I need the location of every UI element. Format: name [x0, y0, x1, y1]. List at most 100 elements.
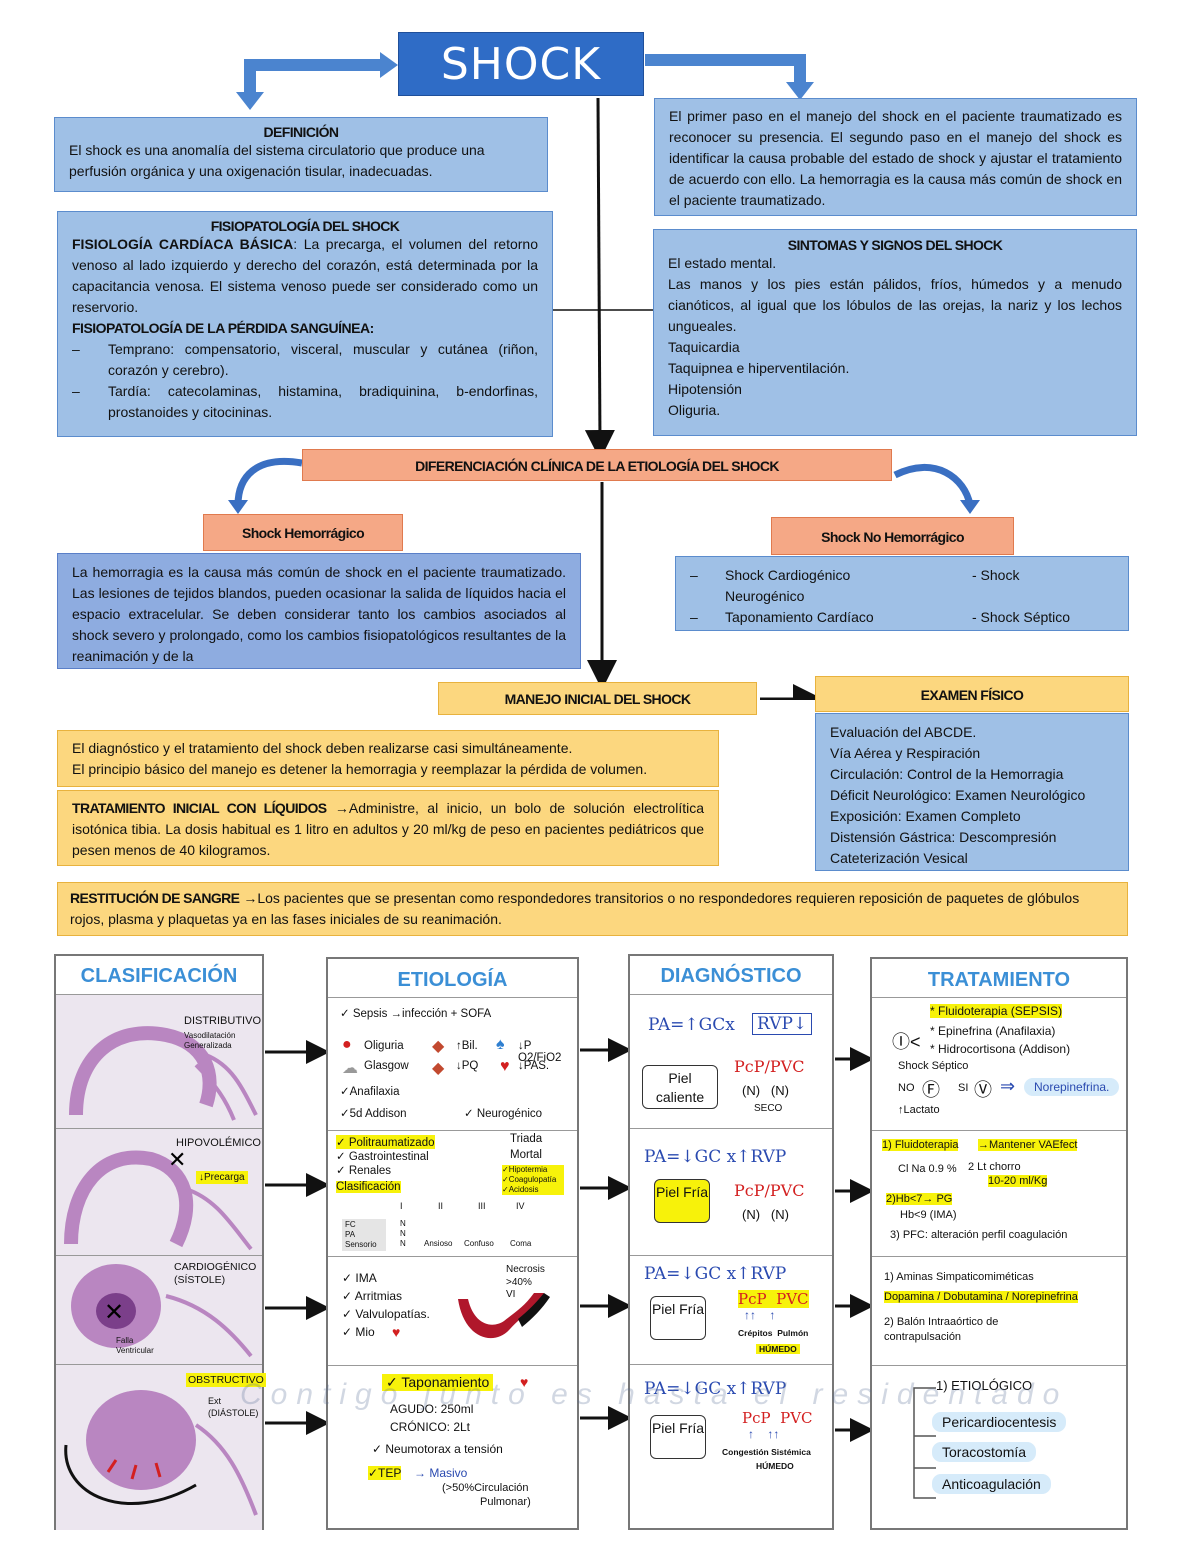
- etiologia-item: ↓PQ: [456, 1060, 479, 1072]
- diag-pcp: PcP PVC: [738, 1290, 809, 1308]
- clasificacion-row: ✕ HIPOVOLÉMICO ↓Precarga: [56, 1128, 262, 1255]
- examen-item: Evaluación del ABCDE.: [830, 724, 977, 740]
- diag-note: Crépitos Pulmón: [738, 1328, 809, 1338]
- diferenciacion-heading: DIFERENCIACIÓN CLÍNICA DE LA ETIOLOGÍA D…: [415, 458, 779, 474]
- etiologia-item: ✓ Valvulopatías.: [342, 1307, 430, 1321]
- definicion-box: DEFINICIÓN El shock es una anomalía del …: [54, 117, 548, 192]
- diag-pcp: PcP/PVC: [734, 1057, 805, 1076]
- clasificacion-sub: Vasodilatación Generalizada: [184, 1031, 236, 1050]
- sintoma-item: El estado mental.: [668, 255, 777, 271]
- svg-text:✕: ✕: [104, 1298, 124, 1326]
- svg-text:✕: ✕: [168, 1148, 186, 1173]
- etiologia-item: ↓P O2/FiO2: [518, 1040, 562, 1064]
- diag-formula: PA=↓GC x↑RVP: [644, 1147, 787, 1167]
- tratamiento-panel: TRATAMIENTO * Fluidoterapia (SEPSIS) Ⓘ< …: [870, 957, 1128, 1530]
- etiologia-item: ✓5d Addison: [340, 1108, 407, 1120]
- trat-item: 1) ETIOLÓGICO: [936, 1378, 1033, 1393]
- trat-chip: Toracostomía: [932, 1442, 1037, 1462]
- clasificacion-label: OBSTRUCTIVO: [186, 1373, 266, 1387]
- etiologia-row: ✓ Politraumatizado Triada Mortal ✓ Gastr…: [328, 1130, 577, 1256]
- heart-vessels-illustration: ✕: [71, 1264, 253, 1358]
- trat-chip: Pericardiocentesis: [932, 1412, 1067, 1432]
- liver-icon: ◆: [432, 1038, 445, 1055]
- heart-icon: ♥: [392, 1324, 401, 1340]
- diag-values: (N) (N): [742, 1083, 789, 1098]
- heart-icon: ♥: [500, 1058, 510, 1075]
- triada-list: ✓Hipotermia✓Coagulopatía✓Acidosis: [502, 1165, 564, 1195]
- diag-values: ↑ ↑↑: [748, 1427, 780, 1441]
- examen-item: Distensión Gástrica: Descompresión: [830, 829, 1057, 845]
- etiologia-header: ETIOLOGÍA: [397, 969, 508, 991]
- etiologia-item: → Masivo: [414, 1466, 468, 1480]
- manejo-inicial-box: MANEJO INICIAL DEL SHOCK: [438, 682, 757, 715]
- examen-item: Cateterización Vesical: [830, 850, 968, 866]
- trat-item: * Epinefrina (Anafilaxia): [930, 1024, 1056, 1038]
- etiologia-item: ✓ Neurogénico: [464, 1108, 543, 1120]
- diag-skin: Piel Fría: [650, 1296, 706, 1340]
- etiologia-item: ✓Anafilaxia: [340, 1086, 400, 1098]
- manejo-intro-text: El primer paso en el manejo del shock en…: [669, 108, 1122, 208]
- class-value: Ansioso: [424, 1239, 453, 1248]
- lungs-icon: ♠: [496, 1036, 505, 1053]
- no-hemorragico-box: –Shock Cardiogénico- Shock Neurogénico –…: [675, 556, 1129, 631]
- sangre-text: →Los pacientes que se presentan como res…: [70, 890, 1080, 927]
- diagnostico-line: El principio básico del manejo es detene…: [72, 761, 648, 777]
- examen-heading: EXAMEN FÍSICO: [920, 687, 1024, 703]
- diagnostico-row: PA=↓GC x↑RVP Piel Fría PcP PVC ↑↑ ↑ Crép…: [630, 1255, 832, 1364]
- etiologia-row: ✓ Sepsis →infección + SOFA Oliguria ↑Bil…: [328, 997, 577, 1130]
- sangre-box: RESTITUCIÓN DE SANGRE →Los pacientes que…: [57, 882, 1128, 936]
- sintoma-item: Oliguria.: [668, 402, 721, 418]
- sintoma-item: Las manos y los pies están pálidos, frío…: [668, 276, 1122, 334]
- diag-formula: PA=↑GCx: [648, 1015, 735, 1035]
- page-title: SHOCK: [440, 39, 602, 90]
- etiologia-item: VI: [506, 1289, 516, 1300]
- trat-item: 10-20 ml/Kg: [988, 1175, 1048, 1187]
- diag-note: SECO: [754, 1103, 783, 1114]
- trat-item: Shock Séptico: [898, 1060, 969, 1072]
- sintoma-item: Hipotensión: [668, 381, 742, 397]
- sintomas-heading: SINTOMAS Y SIGNOS DEL SHOCK: [787, 237, 1003, 253]
- hemorragico-text: La hemorragia es la causa más común de s…: [72, 564, 566, 664]
- no-hemorragico-item: - Shock Séptico: [972, 609, 1071, 625]
- diag-skin: Piel Fría: [650, 1415, 706, 1459]
- examen-item: Exposición: Examen Completo: [830, 808, 1021, 824]
- etiologia-item: ✓ Renales: [336, 1165, 392, 1177]
- etiologia-item: ↓PAS.: [518, 1060, 550, 1072]
- trat-item: →Mantener VAEfect: [978, 1139, 1078, 1151]
- fisiopatologia-heading: FISIOPATOLOGÍA DEL SHOCK: [210, 218, 400, 234]
- fisiopatologia-box: FISIOPATOLOGÍA DEL SHOCK FISIOLOGÍA CARD…: [57, 211, 553, 437]
- etiologia-row: ✓ IMA ✓ Arritmias ✓ Valvulopatías. ✓ Mio…: [328, 1256, 577, 1365]
- heart-icon: ♥: [520, 1374, 529, 1390]
- tree-connector: [913, 1387, 936, 1499]
- diag-formula: PA=↓GC x↑RVP: [644, 1264, 787, 1284]
- liquidos-box: TRATAMIENTO INICIAL CON LÍQUIDOS →Admini…: [57, 790, 719, 866]
- clasificacion-panel: CLASIFICACIÓN DISTRIBUTIVO Vasodilatació…: [54, 954, 266, 1530]
- title-box: SHOCK: [398, 32, 644, 96]
- hemorragico-box: La hemorragia es la causa más común de s…: [57, 553, 581, 669]
- diag-pcp: PcP/PVC: [734, 1181, 805, 1200]
- trat-item: * Hidrocortisona (Addison): [930, 1042, 1071, 1056]
- fisiologia-subheading: FISIOLOGÍA CARDÍACA BÁSICA: [72, 236, 294, 252]
- manejo-inicial-heading: MANEJO INICIAL DEL SHOCK: [504, 691, 691, 707]
- table-connectors: [265, 1038, 874, 1442]
- etiologia-item: ✓ Arritmias: [342, 1289, 403, 1303]
- sintoma-item: Taquicardia: [668, 339, 740, 355]
- definicion-heading: DEFINICIÓN: [263, 124, 339, 140]
- diagnostico-header: DIAGNÓSTICO: [660, 965, 802, 987]
- true-circle-icon: Ⓥ: [974, 1080, 992, 1100]
- class-col: IV: [516, 1201, 525, 1211]
- no-hemorragico-item: Shock Cardiogénico: [725, 567, 851, 583]
- examen-item: Circulación: Control de la Hemorragia: [830, 766, 1064, 782]
- double-arrow-icon: ⇒: [1000, 1076, 1016, 1096]
- diag-pcp: PcP PVC: [742, 1409, 813, 1427]
- trat-item: Dopamina / Dobutamina / Norepinefrina: [884, 1291, 1078, 1303]
- no-hemorragico-heading: Shock No Hemorrágico: [821, 529, 964, 545]
- diag-formula-rvp: RVP↓: [752, 1013, 813, 1035]
- etiologia-item: ✓ Mio: [342, 1325, 375, 1339]
- trat-item: SI: [958, 1082, 969, 1094]
- trat-item: ↑Lactato: [898, 1104, 940, 1116]
- fisiologia-paragraph: FISIOLOGÍA CARDÍACA BÁSICA: La precarga,…: [72, 234, 538, 318]
- false-circle-icon: Ⓕ: [922, 1080, 940, 1100]
- tratamiento-row: 1) Aminas Simpaticomiméticas Dopamina / …: [872, 1256, 1126, 1365]
